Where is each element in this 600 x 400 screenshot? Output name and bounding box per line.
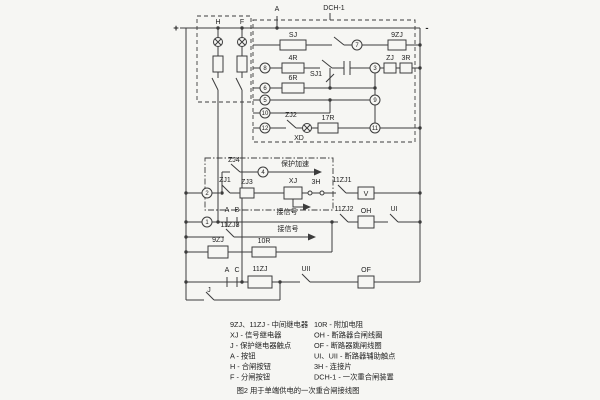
zj9-relay-coil — [207, 245, 229, 259]
node-4: 4 — [261, 170, 265, 176]
of-tripping-coil — [357, 275, 375, 289]
oh-closing-coil — [357, 215, 375, 229]
v-label: V — [364, 191, 369, 198]
j-label: J — [207, 287, 211, 294]
sj1-label: SJ1 — [310, 71, 322, 78]
top-a-label: A — [275, 6, 280, 13]
sj-label: SJ — [289, 32, 297, 39]
node-3: 3 — [373, 66, 377, 72]
zj3-element — [239, 187, 255, 199]
signal2-label: 接信号 — [278, 224, 299, 233]
components — [207, 39, 413, 289]
zj11-1-label: 11ZJ1 — [333, 177, 352, 184]
xj-signal-relay — [283, 186, 303, 200]
legend-item: H - 合闸按钮 — [230, 362, 271, 371]
legend-item: 3H - 连接片 — [314, 362, 352, 371]
zj11-3-label: 11ZJ3 — [221, 222, 240, 229]
zj1-label: ZJ1 — [219, 177, 231, 184]
xd-label: XD — [294, 135, 304, 142]
zj9-top-label: 9ZJ — [391, 32, 403, 39]
sj-time-relay — [279, 39, 307, 51]
r17-label: 17R — [322, 115, 335, 122]
resistor-6r — [281, 82, 305, 94]
zj3-label: ZJ3 — [241, 179, 253, 186]
h3-link-label: 3H — [312, 179, 321, 186]
node-2: 2 — [205, 191, 209, 197]
protection-accel-label: 保护加速 — [281, 159, 309, 168]
zj11-relay-coil — [247, 275, 273, 289]
legend-item: 9ZJ、11ZJ - 中间继电器 — [230, 320, 309, 329]
legend-item: DCH-1 - 一次重合闸装置 — [314, 373, 394, 382]
wires — [180, 13, 421, 301]
accel-arrow-icon — [314, 168, 322, 176]
node-7: 7 — [355, 43, 359, 49]
zj9-mid-label: 9ZJ — [212, 237, 224, 244]
of-label: OF — [361, 267, 371, 274]
r3-label: 3R — [402, 55, 411, 62]
f-button-label: F — [240, 19, 244, 26]
b-label: B — [235, 207, 240, 214]
legend-item: A - 按钮 — [230, 352, 256, 361]
junction-dots — [184, 26, 422, 284]
node-8: 8 — [263, 66, 267, 72]
contact-slashes — [205, 36, 399, 301]
link-3h-left — [307, 190, 313, 196]
v-element — [357, 186, 375, 200]
node-5: 5 — [263, 98, 267, 104]
a1-label: A — [225, 207, 230, 214]
resistor-4r — [281, 62, 305, 74]
minus-terminal-label: - — [425, 23, 428, 34]
uii-label: UII — [302, 266, 311, 273]
node-10: 10 — [262, 111, 269, 117]
device-dch1-label: DCH-1 — [323, 5, 344, 12]
figure-caption: 图2 用于单端供电的一次重合闸接线图 — [237, 386, 360, 395]
zj11-2-label: 11ZJ2 — [335, 206, 354, 213]
terminal-nodes: 7 8 3 6 5 9 10 12 11 4 2 1 — [201, 39, 381, 228]
zj11-label: 11ZJ — [252, 266, 267, 273]
legend-item: XJ - 信号继电器 — [230, 331, 282, 340]
plus-terminal-label: + — [173, 23, 179, 34]
oh-label: OH — [361, 208, 372, 215]
node-1: 1 — [205, 220, 209, 226]
link-3h-right — [319, 190, 325, 196]
a2-label: A — [225, 267, 230, 274]
legend-item: F - 分闸按钮 — [230, 373, 270, 382]
labels: + - A DCH-1 H F SJ 9ZJ 4R ZJ 3R 6R SJ1 Z… — [173, 5, 428, 294]
node-12: 12 — [262, 126, 269, 132]
f-button-coil — [236, 55, 248, 73]
signal1-label: 接信号 — [277, 207, 298, 216]
zj9-coil — [387, 39, 407, 51]
zj2-label: ZJ2 — [285, 112, 297, 119]
xj-label: XJ — [289, 178, 297, 185]
r6-label: 6R — [289, 75, 298, 82]
r10-label: 10R — [258, 238, 271, 245]
arrows — [303, 168, 322, 241]
c-label: C — [234, 267, 239, 274]
zj-coil — [383, 62, 397, 74]
signal2-arrow-icon — [308, 233, 316, 241]
r4-label: 4R — [289, 55, 298, 62]
resistor-17r — [317, 122, 339, 134]
zj4-label: ZJ4 — [228, 157, 240, 164]
resistor-10r — [251, 246, 277, 258]
h-button-coil — [212, 55, 224, 73]
node-11: 11 — [372, 126, 379, 132]
node-6: 6 — [263, 86, 267, 92]
legend-item: OH - 断路器合闸线圈 — [314, 331, 383, 340]
zj-label: ZJ — [386, 55, 394, 62]
signal1-arrow-icon — [303, 203, 311, 211]
legend-item: UI、UII - 断路器辅助触点 — [314, 352, 395, 361]
resistor-3r — [399, 62, 413, 74]
node-9: 9 — [373, 98, 377, 104]
legend: 9ZJ、11ZJ - 中间继电器 XJ - 信号继电器 J - 保护继电器触点 … — [230, 320, 395, 395]
lamp-symbols — [213, 37, 325, 196]
h-button-label: H — [215, 19, 220, 26]
legend-item: J - 保护继电器触点 — [230, 341, 291, 350]
protection-section-box — [204, 157, 334, 211]
ui-label: UI — [391, 206, 398, 213]
legend-item: 10R - 附加电阻 — [314, 320, 364, 329]
legend-item: OF - 断路器跳闸线圈 — [314, 341, 382, 350]
dch1-device-box — [252, 19, 416, 143]
